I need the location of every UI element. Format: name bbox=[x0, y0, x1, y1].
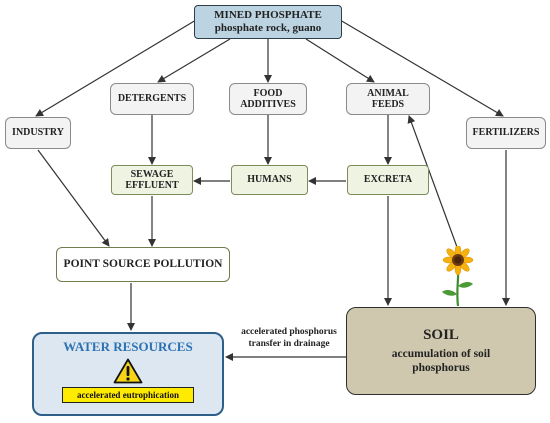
effluent-label: EFFLUENT bbox=[125, 180, 179, 191]
soil-line-1: accumulation of soil bbox=[391, 348, 491, 361]
sewage-label: SEWAGE bbox=[130, 168, 174, 180]
soil-title: SOIL bbox=[423, 327, 459, 344]
feeds-label: FEEDS bbox=[371, 99, 405, 110]
food-label: FOOD bbox=[253, 87, 283, 99]
mined-phosphate-subtitle: phosphate rock, guano bbox=[214, 22, 322, 34]
animal-label: ANIMAL bbox=[367, 87, 409, 99]
arrow-mined-fertilizers bbox=[339, 19, 504, 117]
drainage-transfer-note: accelerated phosphorus transfer in drain… bbox=[229, 327, 349, 351]
fertilizers-box: FERTILIZERS bbox=[466, 117, 546, 149]
humans-label: HUMANS bbox=[247, 174, 292, 186]
arrow-mined-feeds bbox=[305, 38, 375, 83]
sunflower-icon bbox=[442, 246, 474, 307]
industry-label: INDUSTRY bbox=[12, 127, 64, 139]
additives-label: ADDITIVES bbox=[240, 99, 296, 110]
detergents-box: DETERGENTS bbox=[110, 83, 194, 115]
drainage-transfer-line-2: transfer in drainage bbox=[248, 338, 330, 349]
food-additives-box: FOOD ADDITIVES bbox=[229, 83, 307, 115]
arrow-plant-feeds bbox=[407, 115, 458, 248]
detergents-label: DETERGENTS bbox=[117, 93, 187, 105]
arrow-mined-detergents bbox=[157, 38, 231, 83]
drainage-transfer-line-1: accelerated phosphorus bbox=[241, 327, 337, 337]
soil-box: SOIL accumulation of soil phosphorus bbox=[346, 307, 536, 395]
water-resources-title: WATER RESOURCES bbox=[63, 339, 193, 354]
soil-line-2: phosphorus bbox=[412, 361, 470, 374]
excreta-label: EXCRETA bbox=[363, 174, 413, 186]
animal-feeds-box: ANIMAL FEEDS bbox=[346, 83, 430, 115]
humans-box: HUMANS bbox=[231, 165, 308, 195]
water-resources-box: WATER RESOURCES accelerated eutrophicati… bbox=[32, 332, 224, 416]
point-source-label: POINT SOURCE POLLUTION bbox=[63, 257, 223, 270]
mined-phosphate-title: MINED PHOSPHATE bbox=[214, 9, 322, 22]
point-source-pollution-box: POINT SOURCE POLLUTION bbox=[56, 247, 230, 282]
arrow-industry-point bbox=[37, 149, 110, 247]
industry-box: INDUSTRY bbox=[5, 117, 71, 149]
mined-phosphate-box: MINED PHOSPHATE phosphate rock, guano bbox=[194, 5, 342, 39]
fertilizers-label: FERTILIZERS bbox=[472, 127, 540, 139]
sewage-effluent-box: SEWAGE EFFLUENT bbox=[111, 165, 193, 195]
excreta-box: EXCRETA bbox=[347, 165, 429, 195]
warning-icon bbox=[113, 358, 143, 384]
eutrophication-badge: accelerated eutrophication bbox=[61, 386, 195, 404]
arrow-mined-industry bbox=[35, 19, 197, 117]
